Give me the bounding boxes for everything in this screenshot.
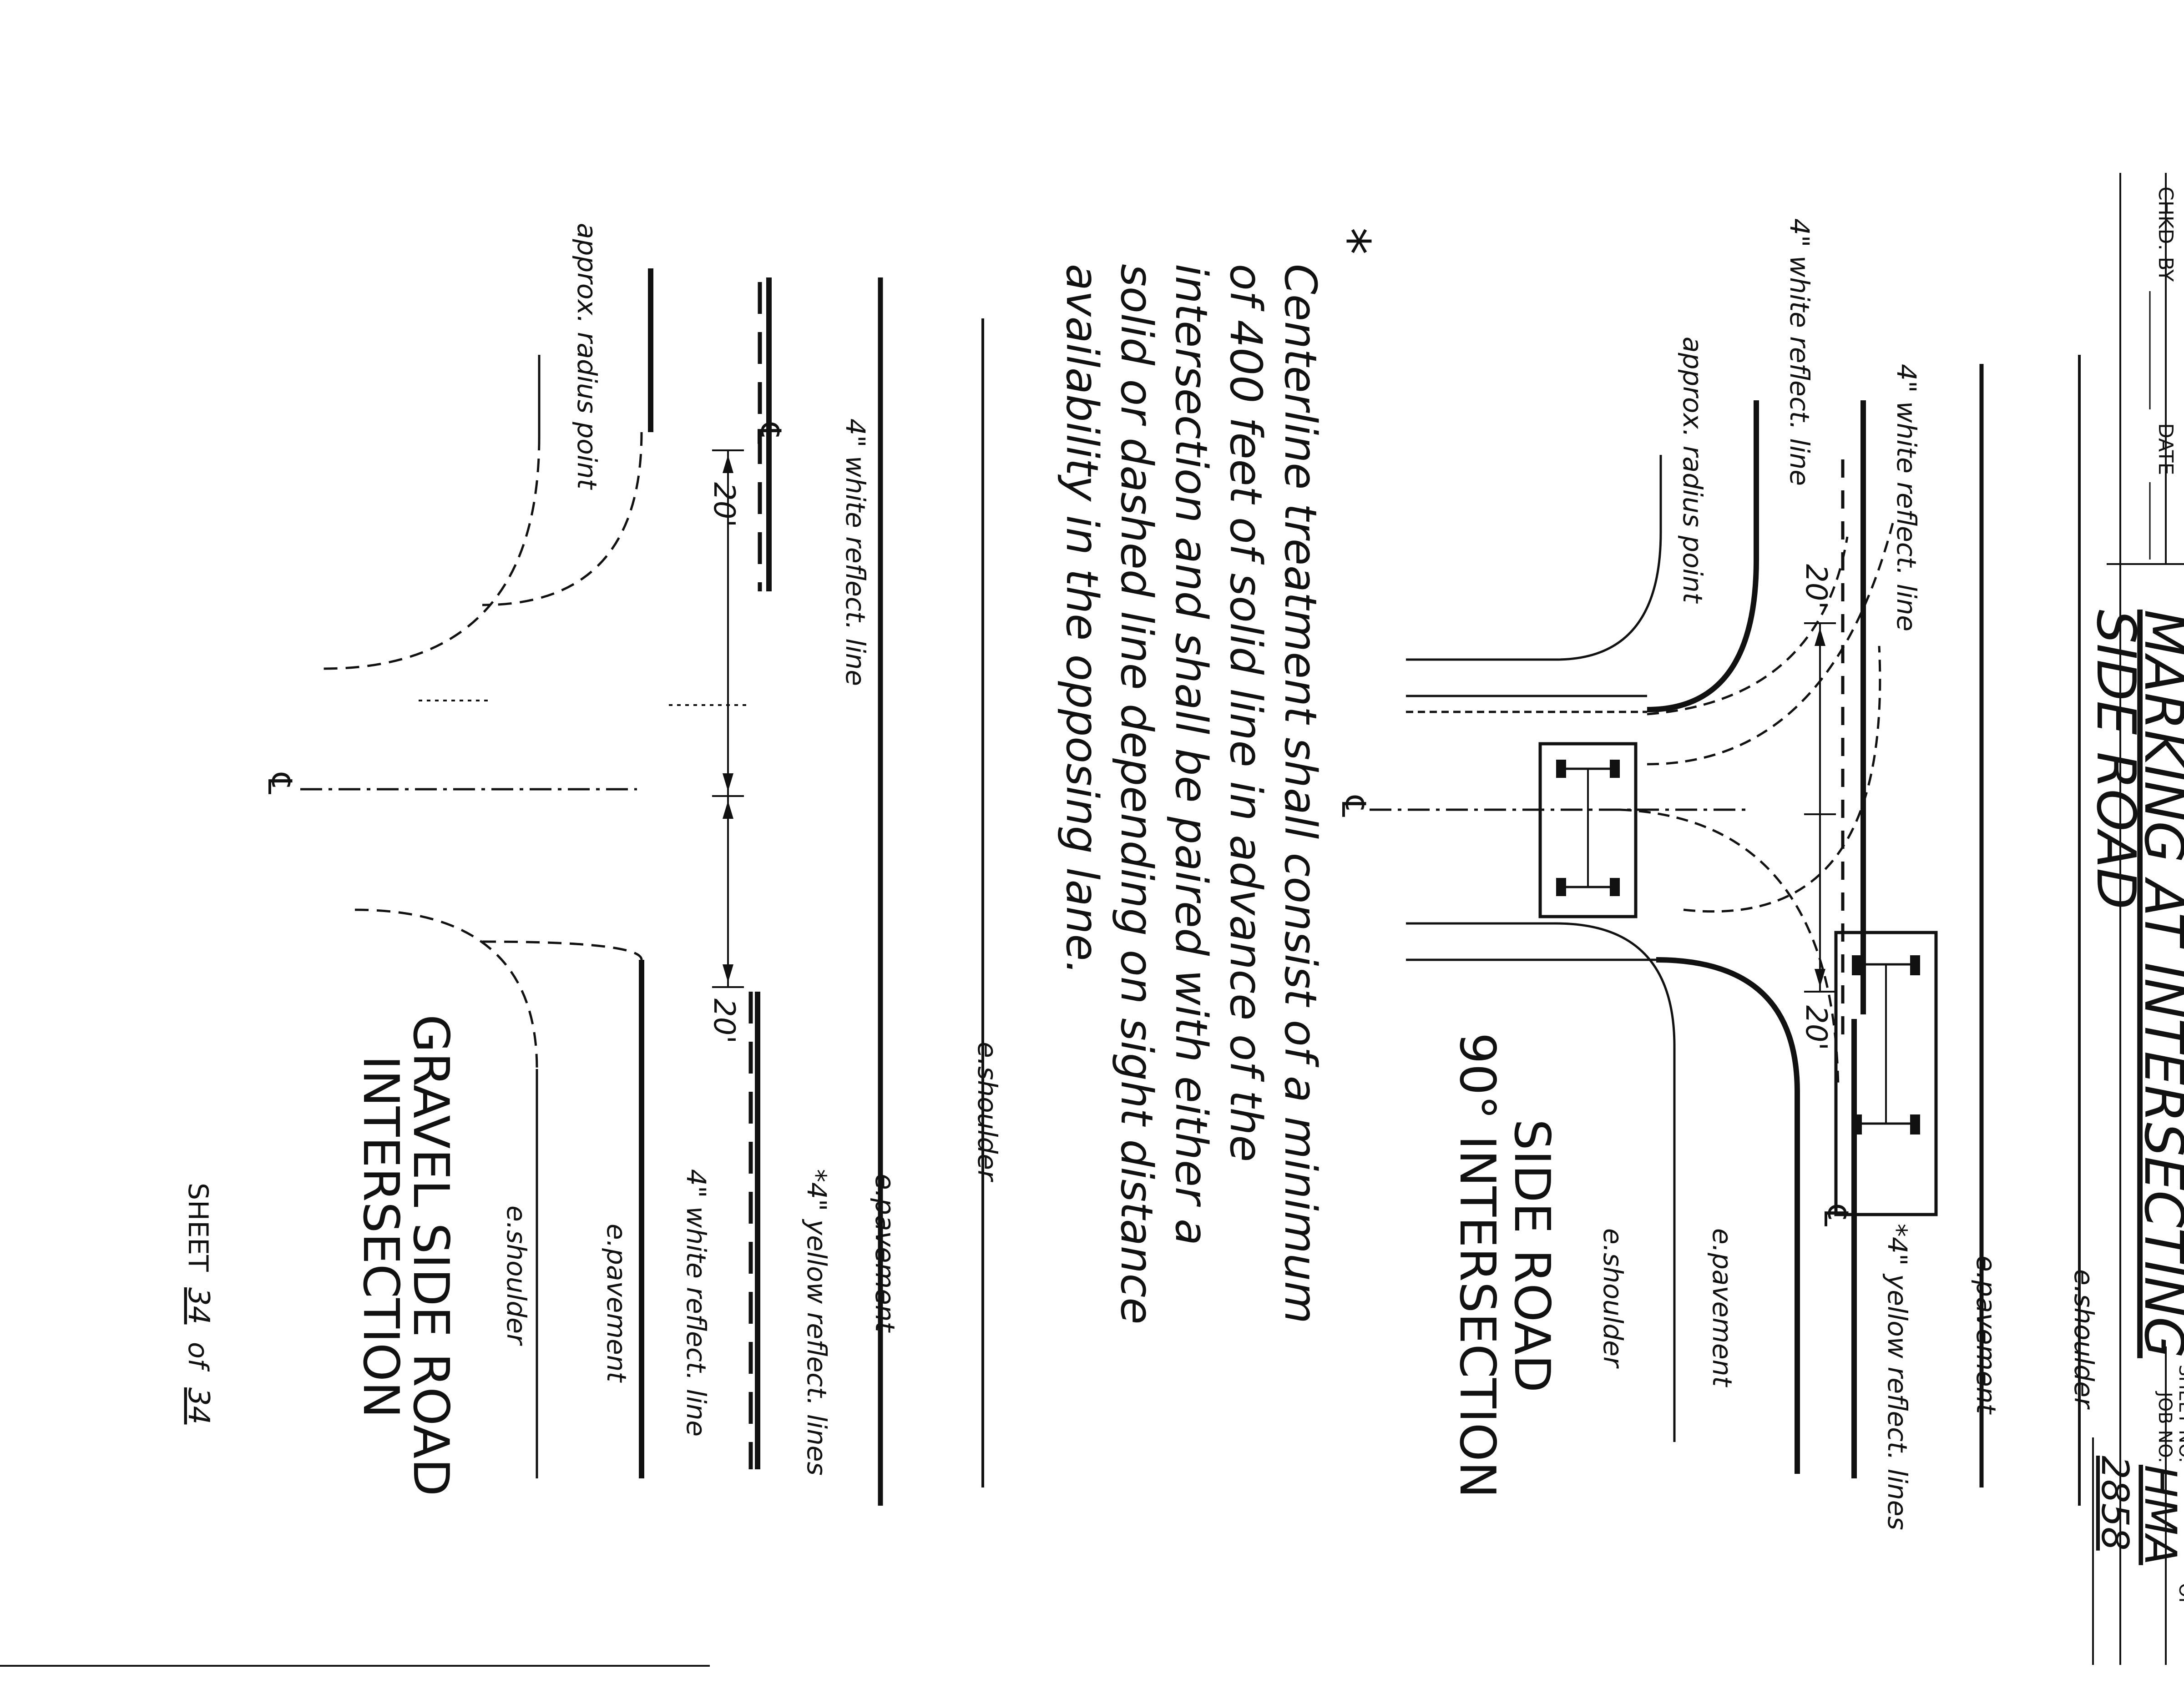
- turn-path-4: [1683, 645, 1881, 913]
- sheet-no-label: SHEET NO.: [2175, 1365, 2184, 1463]
- dim-20-left: 20': [1799, 564, 1833, 609]
- g-label-radius-point: approx. radius point: [571, 223, 602, 490]
- label-white-line-lower: 4" white reflect. line: [1784, 218, 1815, 486]
- g-label-e-shoulder-top: e.shoulder: [972, 1042, 1003, 1182]
- label-e-shoulder-top: e.shoulder: [2068, 1269, 2099, 1410]
- label-e-shoulder-bottom: e.shoulder: [1598, 1228, 1628, 1369]
- g-label-white-line-upper: 4" white reflect. line: [840, 418, 871, 686]
- date-label: DATE: [2154, 423, 2177, 475]
- note-line-5: availability in the opposing lane.: [1057, 264, 1107, 975]
- g-label-e-pavement-top: e.pavement: [870, 1174, 900, 1333]
- label-e-pavement-top: e.pavement: [1971, 1255, 2002, 1415]
- note-line-1: Centerline treatment shall consist of a …: [1275, 264, 1326, 1324]
- g-caption-line-2: INTERSECTION: [352, 1055, 409, 1418]
- g-label-white-line-lower: 4" white reflect. line: [681, 1169, 712, 1437]
- g-radius-left-outer: [482, 432, 643, 606]
- label-e-pavement-bottom: e.pavement: [1707, 1228, 1738, 1387]
- turn-path-1: [1647, 536, 1849, 716]
- footer-of-label: of: [182, 1342, 214, 1372]
- label-white-line-upper: 4" white reflect. line: [1891, 364, 1922, 631]
- footer-sheet-total: 34: [182, 1387, 215, 1424]
- job-no-label: JOB NO.: [2154, 1391, 2175, 1463]
- dim-arrow-1: [1815, 628, 1825, 646]
- g-radius-right-inner: [354, 908, 538, 1069]
- g-dim-arrow-2: [723, 773, 733, 792]
- dim-20-right: 20': [1799, 1005, 1833, 1050]
- g-dim-arrow-3: [723, 801, 733, 819]
- turn-path-2: [1647, 523, 1894, 766]
- centerline-symbol-right: ℄: [1817, 1205, 1855, 1226]
- label-yellow-lines: *4" yellow reflect. lines: [1882, 1224, 1913, 1530]
- title-line-2: SIDE ROAD: [2085, 610, 2148, 909]
- g-dim-20-right: 20': [707, 998, 741, 1044]
- white-edge-right-curve: [1656, 957, 1800, 1474]
- caption-line-1: SIDE ROAD: [1503, 1119, 1560, 1392]
- centerline-note: * Centerline treatment shall consist of …: [1057, 227, 1381, 1324]
- vehicle-side-road: [1538, 742, 1638, 918]
- g-label-e-pavement-bottom: e.pavement: [601, 1224, 632, 1383]
- g-centerline-symbol-left: ℄: [750, 422, 788, 444]
- note-line-2: of 400 feet of solid line in advance of …: [1220, 264, 1271, 1162]
- footer-sheet-num: 34: [182, 1287, 215, 1324]
- note-line-3: intersection and shall be paired with ei…: [1166, 264, 1217, 1245]
- title-line-1: MARKING AT INTERSECTING: [2133, 610, 2184, 1358]
- g-dim-arrow-1: [723, 455, 733, 473]
- g-radius-right-outer: [482, 940, 643, 960]
- gravel-side-road-diagram: 20' 20' ℄ ℄ e.shoulder e.pavement 4" whi…: [261, 223, 1003, 1506]
- g-radius-left-inner: [323, 436, 541, 670]
- sheet-footer: SHEET 34 of 34: [0, 1183, 710, 1667]
- footer-sheet-label: SHEET: [182, 1183, 214, 1272]
- white-edge-left-curve: [1647, 559, 1759, 712]
- shoulder-left-curve: [1556, 455, 1662, 661]
- side-road-90-diagram: 20' 20' ℄ ℄ e.shoulder e.pavement *4" ye…: [1335, 218, 2099, 1530]
- turn-path-3: [1619, 808, 1840, 1088]
- g-dim-arrow-4: [723, 964, 733, 983]
- note-star: *: [1318, 227, 1381, 255]
- g-dim-20-left: 20': [707, 482, 741, 527]
- dim-arrow-2: [1815, 969, 1825, 987]
- caption-line-2: 90° INTERSECTION: [1449, 1033, 1506, 1498]
- g-centerline-symbol-mid: ℄: [261, 772, 299, 794]
- vehicle-main-road: [1834, 931, 1938, 1216]
- centerline-symbol-left: ℄: [1335, 795, 1373, 817]
- shoulder-right-curve: [1406, 922, 1676, 1442]
- g-label-e-shoulder-bottom: e.shoulder: [501, 1205, 532, 1346]
- label-radius-point: approx. radius point: [1677, 337, 1708, 604]
- title-block: CHKD. BY DATE MARKING AT INTERSECTING SI…: [2085, 173, 2184, 1665]
- chkd-by-label: CHKD. BY: [2154, 187, 2177, 282]
- g-caption-line-1: GRAVEL SIDE ROAD: [402, 1014, 459, 1496]
- note-line-4: solid or dashed line depending on sight …: [1111, 264, 1162, 1324]
- job-no-value: HMA: [2135, 1465, 2184, 1565]
- sheet-of-label: OF: [2175, 1583, 2184, 1608]
- job-no-sub: 2858: [2093, 1456, 2136, 1551]
- g-label-yellow-lines: *4" yellow reflect. lines: [801, 1169, 832, 1476]
